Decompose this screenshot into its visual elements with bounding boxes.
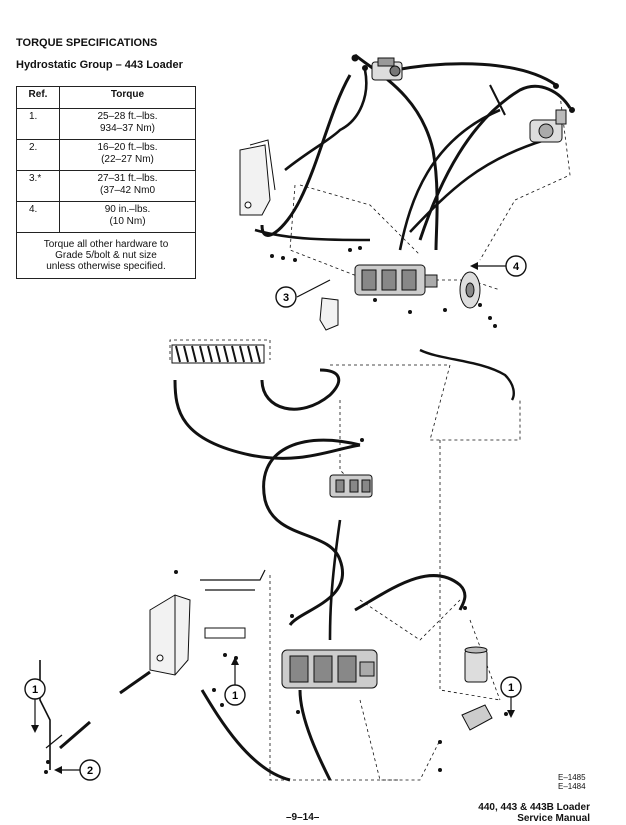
note-line: Grade 5/bolt & nut size xyxy=(55,250,157,261)
callout-1-right-label: 1 xyxy=(508,682,514,694)
table-row: 3.* 27–31 ft.–lbs.(37–42 Nm0 xyxy=(16,170,196,202)
mounting-bracket-lower xyxy=(149,594,246,676)
torque-value: 16–20 ft.–lbs. xyxy=(97,142,158,153)
callout-2-label: 2 xyxy=(87,765,93,777)
hydrostatic-pump-upper xyxy=(354,264,438,296)
torque-value: 25–28 ft.–lbs. xyxy=(97,111,158,122)
callout-4: 4 xyxy=(470,255,527,277)
control-linkage xyxy=(39,660,151,770)
hydrostatic-pump-lower xyxy=(281,649,378,689)
page-subtitle: Hydrostatic Group – 443 Loader xyxy=(16,59,183,71)
torque-value: 27–31 ft.–lbs. xyxy=(97,173,158,184)
torque-value: 90 in.–lbs. xyxy=(104,204,151,215)
page-title: TORQUE SPECIFICATIONS xyxy=(16,37,158,49)
drive-motor-top xyxy=(371,57,403,81)
lower-hose-assembly xyxy=(169,339,521,782)
ref-cell: 4. xyxy=(16,201,60,233)
torque-cell: 16–20 ft.–lbs.(22–27 Nm) xyxy=(59,139,196,171)
note-line: Torque all other hardware to xyxy=(43,239,169,250)
manual-title-line2: Service Manual xyxy=(517,813,590,824)
torque-metric: (10 Nm) xyxy=(109,216,146,227)
note-line: unless otherwise specified. xyxy=(46,261,166,272)
control-valve xyxy=(329,474,373,498)
manual-title: 440, 443 & 443B Loader Service Manual xyxy=(470,802,590,824)
torque-metric: (37–42 Nm0 xyxy=(99,185,156,196)
oil-cooler xyxy=(171,344,265,364)
callout-4-label: 4 xyxy=(513,261,520,273)
torque-metric: 934–37 Nm) xyxy=(99,123,156,134)
callout-1-middle-label: 1 xyxy=(232,690,238,702)
table-row: 2. 16–20 ft.–lbs.(22–27 Nm) xyxy=(16,139,196,171)
lower-hardware xyxy=(44,438,508,774)
hydraulic-filter xyxy=(461,646,493,731)
upper-hose-assembly xyxy=(254,53,575,291)
callout-3-label: 3 xyxy=(283,292,289,304)
pump-bracket xyxy=(319,297,339,331)
figure-reference: E–1484 xyxy=(558,782,586,791)
drive-motor-right xyxy=(529,109,567,143)
table-row: 4. 90 in.–lbs.(10 Nm) xyxy=(16,201,196,233)
page-number: –9–14– xyxy=(286,812,320,823)
callout-1-left: 1 xyxy=(24,678,46,733)
torque-cell: 90 in.–lbs.(10 Nm) xyxy=(59,201,196,233)
manual-title-line1: 440, 443 & 443B Loader xyxy=(478,802,590,813)
table-header-row: Ref. Torque xyxy=(16,86,196,109)
ref-cell: 1. xyxy=(16,108,60,140)
callout-1-right: 1 xyxy=(500,676,522,718)
torque-metric: (22–27 Nm) xyxy=(101,154,154,165)
drive-pulley xyxy=(459,271,481,309)
callout-2: 2 xyxy=(54,759,101,781)
torque-table: Ref. Torque 1. 25–28 ft.–lbs.934–37 Nm) … xyxy=(16,86,196,279)
table-row: 1. 25–28 ft.–lbs.934–37 Nm) xyxy=(16,108,196,140)
callout-1-middle: 1 xyxy=(224,657,246,706)
torque-cell: 25–28 ft.–lbs.934–37 Nm) xyxy=(59,108,196,140)
callout-3: 3 xyxy=(275,279,331,308)
upper-hardware xyxy=(270,246,497,328)
torque-cell: 27–31 ft.–lbs.(37–42 Nm0 xyxy=(59,170,196,202)
figure-reference: E–1485 xyxy=(558,773,586,782)
mounting-bracket-upper xyxy=(239,139,276,216)
callout-1-left-label: 1 xyxy=(32,684,38,696)
